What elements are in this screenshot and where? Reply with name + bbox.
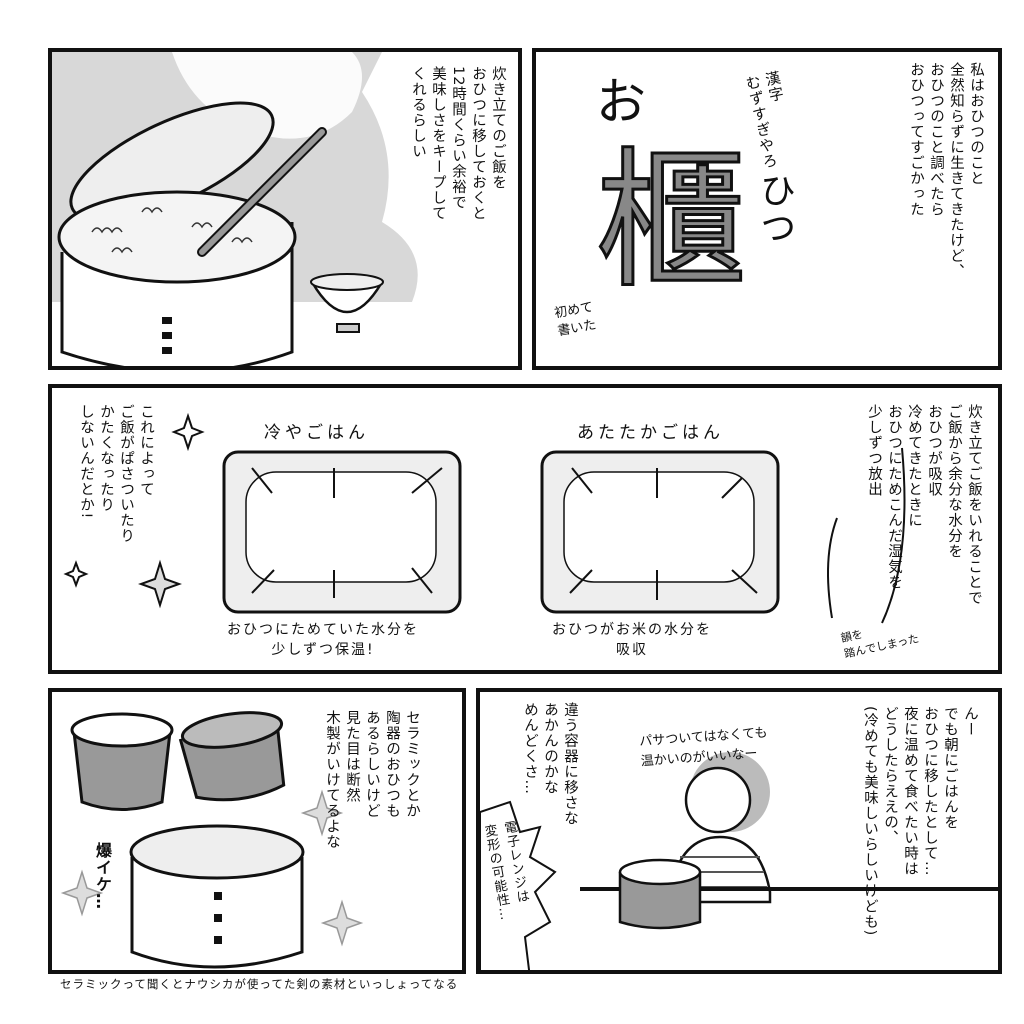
panel3-left-text: これによって ご飯がぱさついたり かたくなったり しないんだとか! xyxy=(78,404,154,544)
footer-note: セラミックって聞くとナウシカが使ってた剣の素材といっしょってなる xyxy=(60,977,459,991)
cold-rice-title: 冷やごはん xyxy=(264,423,369,443)
panel-rice-in-ohitsu: 炊き立てのご飯を おひつに移しておくと 12時間くらい余裕で 美味しさをキープし… xyxy=(48,48,522,370)
exclaim-bakuike: 爆イケ… xyxy=(93,842,112,910)
cold-rice-box xyxy=(222,450,462,614)
ohitsu-rice-illustration xyxy=(52,52,518,366)
panel-ceramic-vs-wood: 爆イケ… セラミックとか 陶器のおひつも あるらしいけど 見た目は断然 木製がい… xyxy=(48,688,466,974)
girl-holding-ohitsu-illustration xyxy=(480,752,998,970)
panel4-narration: セラミックとか 陶器のおひつも あるらしいけど 見た目は断然 木製がいけてるよな xyxy=(324,710,420,850)
sparkle-icon xyxy=(60,789,364,947)
warm-rice-box xyxy=(540,450,780,614)
panel1-narration: 炊き立てのご飯を おひつに移しておくと 12時間くらい余裕で 美味しさをキープし… xyxy=(410,66,506,221)
warm-rice-title: あたたかごはん xyxy=(577,423,724,443)
outward-arrows xyxy=(569,467,758,600)
diagram-arrows xyxy=(63,412,906,624)
inward-arrows xyxy=(251,467,443,598)
panel3-right-text: 炊き立てご飯をいれることで ご飯から余分な水分を おひつが吸収 冷めてきたときに… xyxy=(866,404,982,606)
ruby-o: お xyxy=(596,73,646,131)
note-first-written: 初めて 書いた xyxy=(553,299,598,340)
ruby-hitsu: ひつ xyxy=(754,172,795,246)
cold-rice-caption: おひつにためていた水分を 少しずつ保温! xyxy=(227,622,419,658)
sparkle-icon xyxy=(63,412,205,609)
kanji-hitsu: 櫃 xyxy=(594,135,747,309)
panel-kanji-hitsu: お 櫃 ひつ 漢字 むずすぎやろ 初めて 書いた 私はおひつのこと 全然知らずに… xyxy=(532,48,1002,370)
panel5-left-narration: 違う容器に移さな あかんのかな めんどくさ… xyxy=(522,702,578,826)
panel-how-ohitsu-works: これによって ご飯がぱさついたり かたくなったり しないんだとか! 冷やごはん … xyxy=(48,384,1002,674)
panel2-narration: 私はおひつのこと 全然知らずに生きてきたけど、 おひつのこと調べたら おひつって… xyxy=(908,62,984,279)
note-kanji-difficult: 漢字 むずすぎやろ xyxy=(742,69,787,171)
panel-reheating-dilemma: パサついてはなくても 温かいのがいいなー 違う容器に移さな あかんのかな めんど… xyxy=(476,688,1002,974)
ohitsu-containers-illustration xyxy=(60,711,364,969)
panel5-right-narration: んー でも朝にごはんを おひつに移したとして… 夜に温めて食べたい時は どうした… xyxy=(862,706,978,937)
warm-rice-caption: おひつがお米の水分を 吸収 xyxy=(552,622,712,658)
